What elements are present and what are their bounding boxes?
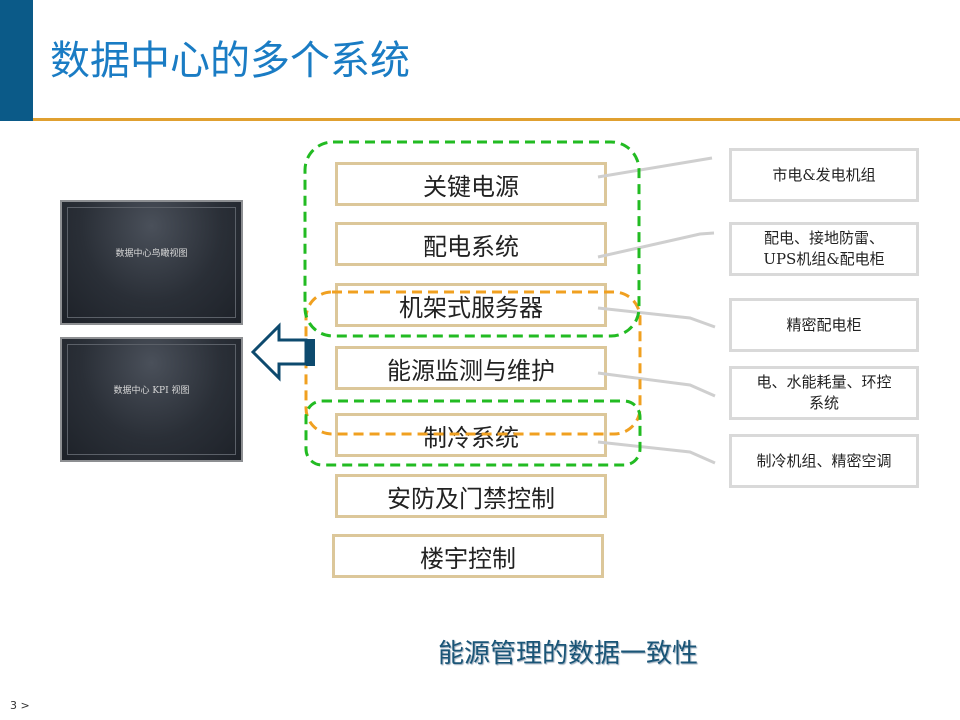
arrow-left-icon [250, 322, 315, 382]
system-label: 能源监测与维护 [387, 356, 555, 385]
detail-label: 精密配电柜 [786, 315, 862, 334]
system-label: 楼宇控制 [420, 544, 516, 573]
system-label: 制冷系统 [423, 423, 519, 452]
screen-bezel [67, 344, 236, 455]
screen-overview-thumbnail: 数据中心鸟瞰视图 [60, 200, 243, 325]
system-box-power-distribution: 配电系统 [335, 222, 607, 266]
screen-kpi-thumbnail: 数据中心 KPI 视图 [60, 337, 243, 462]
detail-label: 市电&发电机组 [772, 165, 876, 184]
system-box-building-control: 楼宇控制 [332, 534, 604, 578]
title-sidebar-bar [0, 0, 33, 121]
screen-label: 数据中心 KPI 视图 [113, 386, 190, 396]
detail-label: 配电、接地防雷、 UPS机组&配电柜 [763, 229, 885, 268]
detail-label: 制冷机组、精密空调 [756, 451, 892, 470]
page-title: 数据中心的多个系统 [50, 38, 410, 84]
caption-energy-data-consistency: 能源管理的数据一致性 [438, 639, 699, 669]
screen-label: 数据中心鸟瞰视图 [115, 249, 188, 259]
connector-line [597, 306, 716, 329]
system-box-energy-monitoring: 能源监测与维护 [335, 346, 607, 390]
system-label: 机架式服务器 [399, 293, 543, 322]
title-divider [33, 118, 960, 121]
system-label: 安防及门禁控制 [387, 484, 555, 513]
detail-box-chillers-crac: 制冷机组、精密空调 [729, 434, 919, 488]
system-label: 配电系统 [423, 232, 519, 261]
system-label: 关键电源 [423, 172, 519, 201]
page-number: 3 > [10, 699, 30, 712]
connector-line [597, 440, 716, 465]
connector-line [597, 371, 716, 398]
system-box-cooling: 制冷系统 [335, 413, 607, 457]
detail-box-distribution-ups: 配电、接地防雷、 UPS机组&配电柜 [729, 222, 919, 276]
system-box-critical-power: 关键电源 [335, 162, 607, 206]
detail-box-mains-generator: 市电&发电机组 [729, 148, 919, 202]
detail-box-precision-pdu: 精密配电柜 [729, 298, 919, 352]
connector-line [597, 231, 715, 259]
detail-box-energy-consumption: 电、水能耗量、环控 系统 [729, 366, 919, 420]
connector-line [597, 156, 713, 179]
screen-bezel [67, 207, 236, 318]
detail-label: 电、水能耗量、环控 系统 [756, 373, 892, 412]
system-box-rack-servers: 机架式服务器 [335, 283, 607, 327]
system-box-security-access: 安防及门禁控制 [335, 474, 607, 518]
